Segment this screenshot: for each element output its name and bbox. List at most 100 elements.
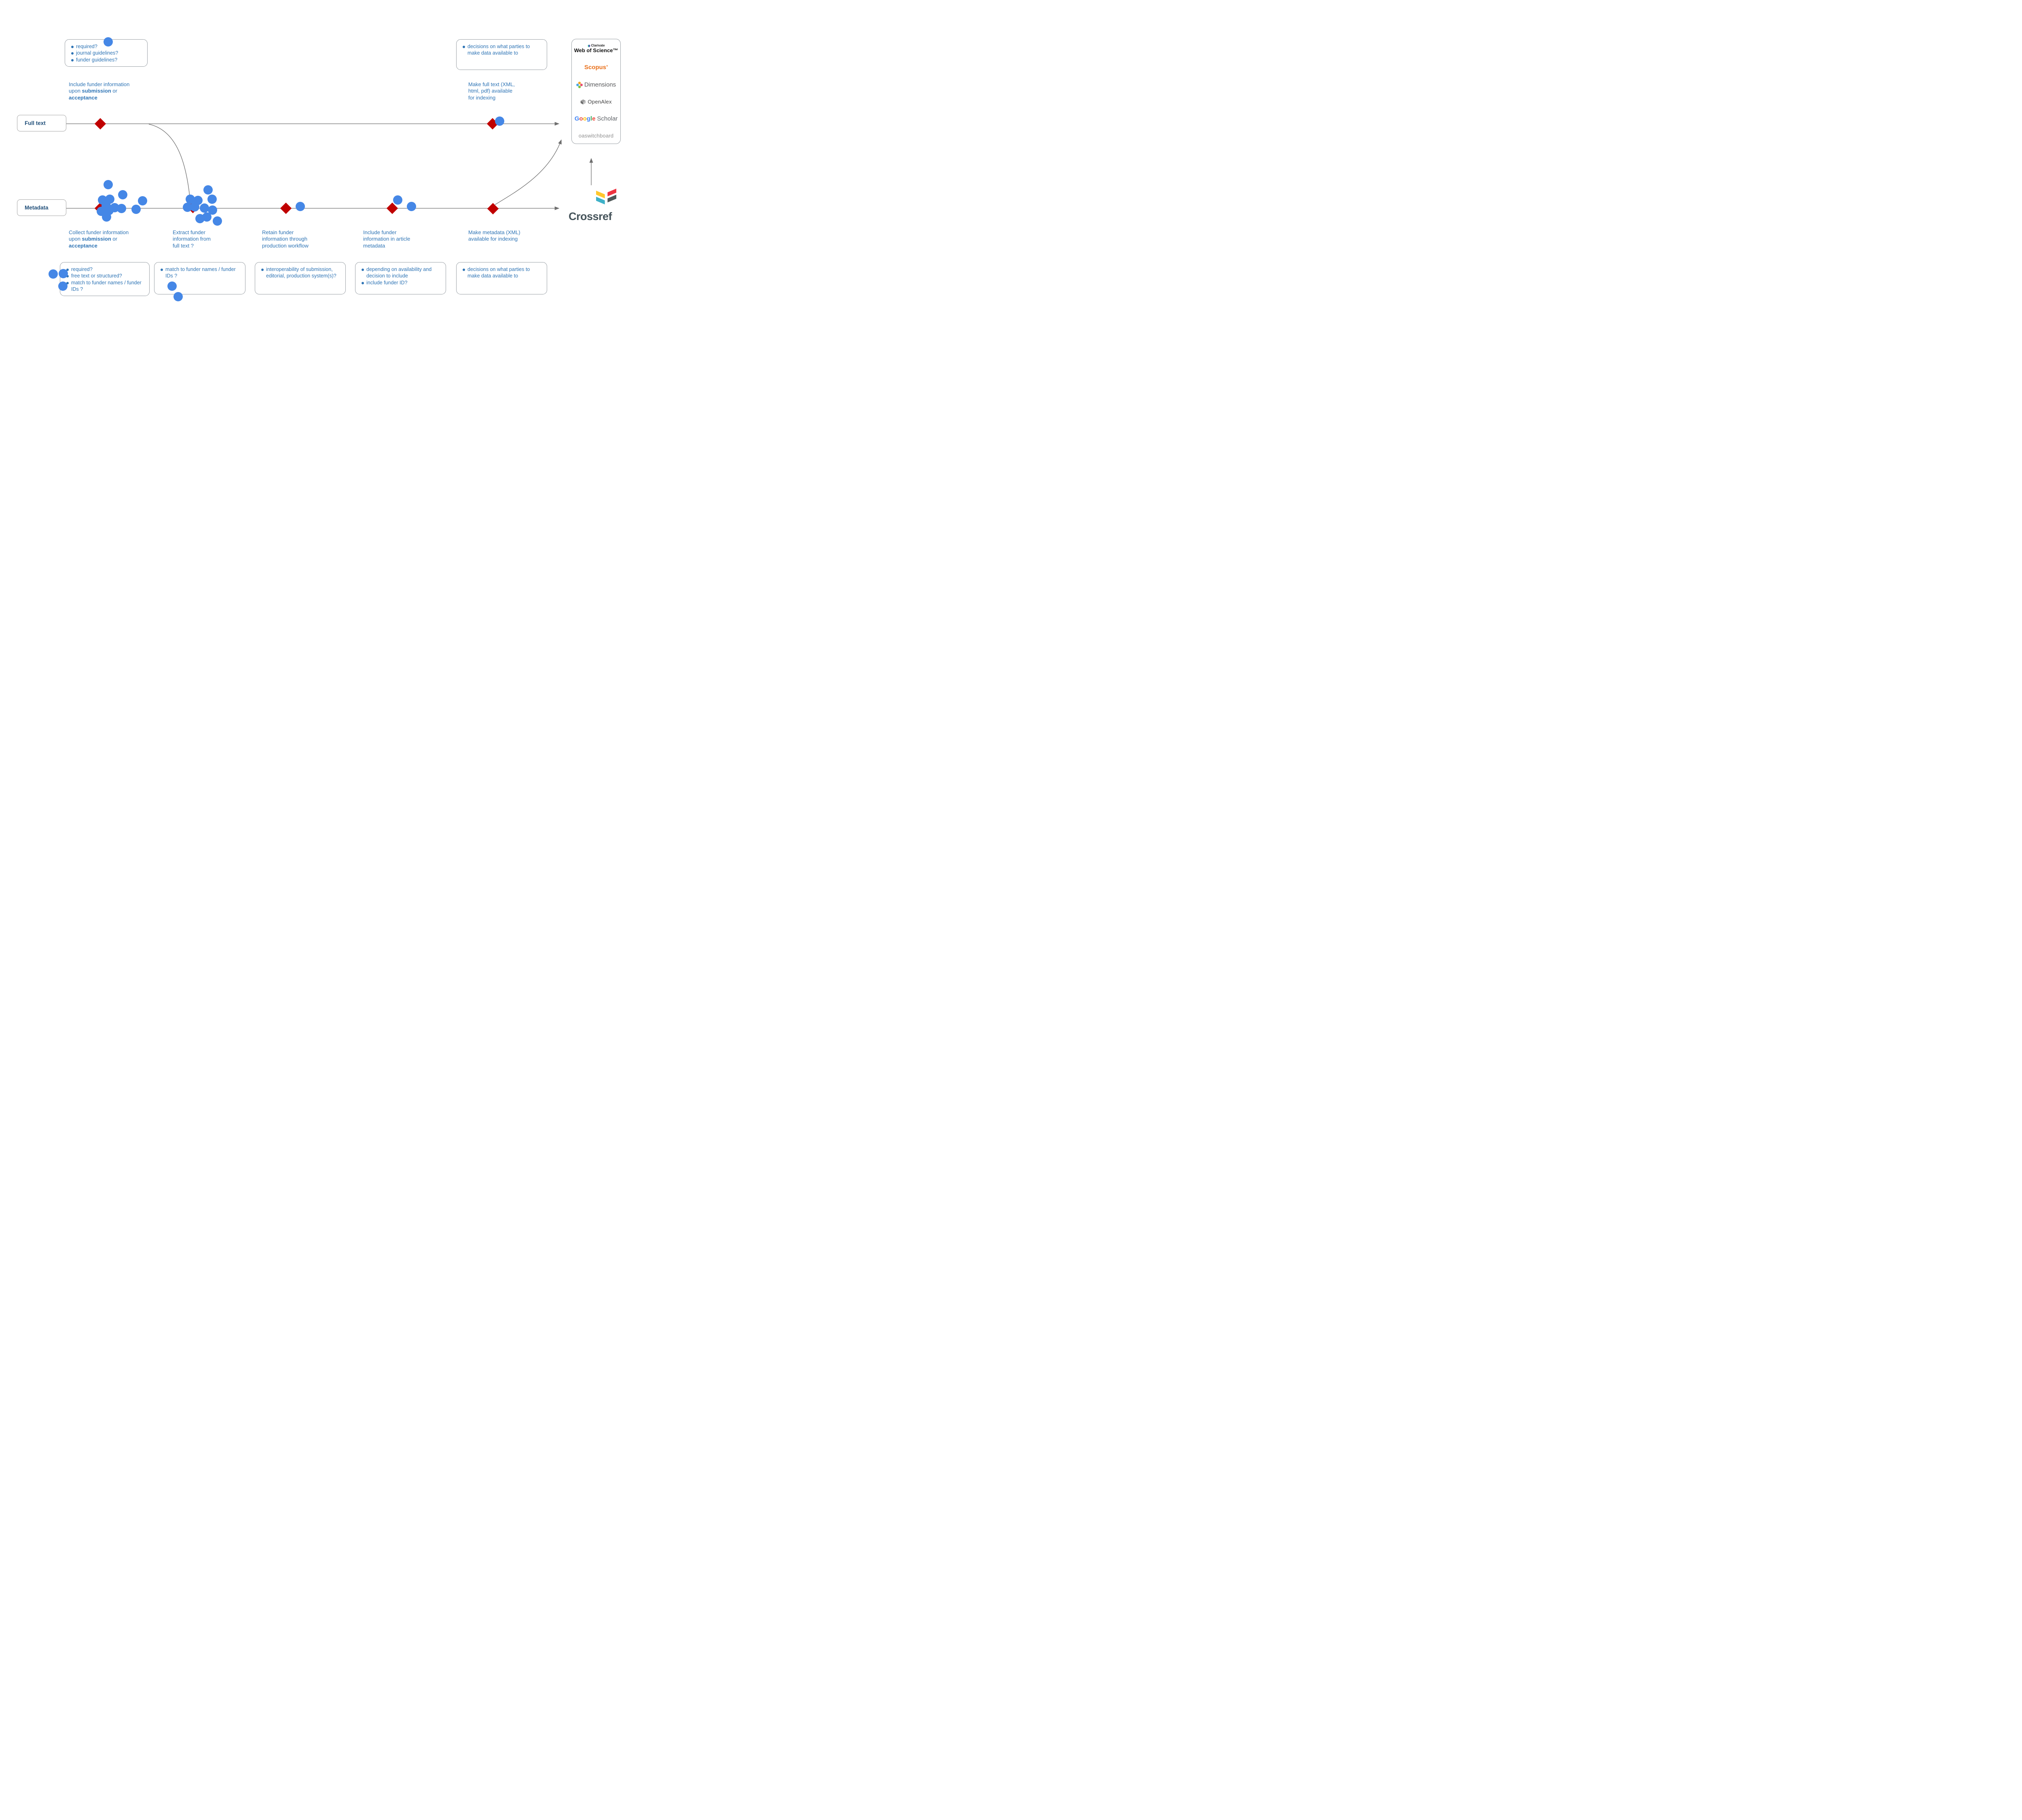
note-box-collect-questions: required?free text or structured?match t… <box>60 262 150 296</box>
lane-label-metadata: Metadata <box>17 199 66 216</box>
crossref-logo: Crossref <box>566 187 627 227</box>
google-scholar-logo: Google Scholar <box>575 116 618 122</box>
workflow-diagram: Full text Metadata required?journal guid… <box>0 0 634 357</box>
vote-dot <box>182 202 192 212</box>
bullet-list: decisions on what parties to make data a… <box>462 43 542 57</box>
label-text: Include funder <box>363 229 397 235</box>
vote-dot <box>195 214 205 223</box>
label-text: Include funder information <box>69 81 130 87</box>
stage-label-make-fulltext: Make full text (XML,html, pdf) available… <box>468 81 555 101</box>
label-text: production workflow <box>262 242 309 249</box>
label-text: Retain funder <box>262 229 294 235</box>
bullet-item: decisions on what parties to make data a… <box>462 43 542 57</box>
label-text: Make metadata (XML) <box>468 229 520 235</box>
vote-dot <box>495 116 504 126</box>
label-text: acceptance <box>69 94 97 101</box>
vote-dot <box>295 201 305 211</box>
note-box-extract-questions: match to funder names / funder IDs ? <box>154 262 245 294</box>
label-text: Extract funder <box>173 229 205 235</box>
indexing-services-panel: Clarivate Web of Science™ Scopus’ Dimens… <box>571 39 621 144</box>
bullet-item: include funder ID? <box>361 279 441 286</box>
vote-dot <box>48 269 58 279</box>
vote-dot <box>118 190 127 199</box>
bullet-list: depending on availability and decision t… <box>361 266 441 286</box>
label-text: Make full text (XML, <box>468 81 515 87</box>
bullet-item: free text or structured? <box>66 273 144 279</box>
vote-dot <box>103 180 113 189</box>
bullet-item: required? <box>66 266 144 273</box>
fulltext-to-metadata-curve <box>148 124 191 205</box>
scopus-text: Scopus’ <box>584 64 608 71</box>
label-text: submission <box>82 88 111 94</box>
note-box-fulltext-availability: decisions on what parties to make data a… <box>456 39 547 70</box>
google-letter: l <box>590 115 592 123</box>
bullet-list: interoperability of submission, editoria… <box>261 266 341 279</box>
label-text: information in article <box>363 236 410 242</box>
bullet-item: match to funder names / funder IDs ? <box>160 266 240 279</box>
label-text: upon <box>69 236 82 242</box>
scholar-text: Scholar <box>597 115 618 123</box>
lane-label-text: Full text <box>25 120 46 126</box>
scopus-logo: Scopus’ <box>584 64 608 71</box>
bullet-list: match to funder names / funder IDs ? <box>160 266 240 279</box>
vote-dot <box>207 205 217 215</box>
web-of-science-logo: Clarivate Web of Science™ <box>574 44 618 53</box>
label-text: available for indexing <box>468 236 518 242</box>
label-text: information from <box>173 236 211 242</box>
note-box-include-questions: depending on availability and decision t… <box>355 262 446 294</box>
bullet-item: journal guidelines? <box>71 50 142 56</box>
openalex-text: OpenAlex <box>588 99 612 105</box>
label-text: Collect funder information <box>69 229 129 235</box>
openalex-icon <box>580 99 586 105</box>
vote-dot <box>212 216 222 226</box>
vote-dot <box>406 201 416 211</box>
crossref-text: Crossref <box>569 210 612 222</box>
bullet-list: required?free text or structured?match t… <box>66 266 144 292</box>
lane-label-full-text: Full text <box>17 115 66 131</box>
vote-dot <box>190 202 199 212</box>
milestone-diamond <box>94 118 106 130</box>
stage-label-make-metadata: Make metadata (XML)available for indexin… <box>468 229 551 243</box>
google-letter: o <box>583 115 587 123</box>
dimensions-icon <box>576 82 583 89</box>
vote-dot <box>207 194 217 204</box>
label-text: upon <box>69 88 82 94</box>
bullet-item: match to funder names / funder IDs ? <box>66 279 144 293</box>
google-wordmark: Google <box>575 116 596 122</box>
bullet-list: decisions on what parties to make data a… <box>462 266 542 279</box>
google-letter: e <box>592 115 596 123</box>
vote-dot <box>173 292 183 301</box>
google-letter: o <box>579 115 583 123</box>
vote-dot <box>167 281 177 291</box>
vote-dot <box>131 204 141 214</box>
label-text: metadata <box>363 242 385 249</box>
label-text: acceptance <box>69 242 97 249</box>
vote-dot <box>393 195 402 205</box>
lane-label-text: Metadata <box>25 205 49 211</box>
bullet-item: decisions on what parties to make data a… <box>462 266 542 279</box>
vote-dot <box>103 37 113 47</box>
vote-dot <box>199 203 209 213</box>
label-text: for indexing <box>468 94 496 101</box>
milestone-diamond <box>280 202 292 214</box>
metadata-to-indexers-curve <box>495 139 562 205</box>
oa-switchboard-logo: oaswitchboard <box>579 133 613 139</box>
clarivate-text: Clarivate <box>591 44 605 47</box>
crossref-icon <box>596 188 616 205</box>
note-box-metadata-availability: decisions on what parties to make data a… <box>456 262 547 294</box>
vote-dot <box>58 269 68 278</box>
bullet-item: required? <box>71 43 142 50</box>
label-text: submission <box>82 236 111 242</box>
label-text: or <box>111 236 117 242</box>
label-text: full text ? <box>173 242 194 249</box>
bullet-item: depending on availability and decision t… <box>361 266 441 279</box>
openalex-logo: OpenAlex <box>580 99 612 105</box>
clarivate-icon <box>587 44 590 47</box>
note-box-retain-questions: interoperability of submission, editoria… <box>255 262 346 294</box>
bullet-list: required?journal guidelines?funder guide… <box>71 43 142 63</box>
google-letter: g <box>586 115 590 123</box>
